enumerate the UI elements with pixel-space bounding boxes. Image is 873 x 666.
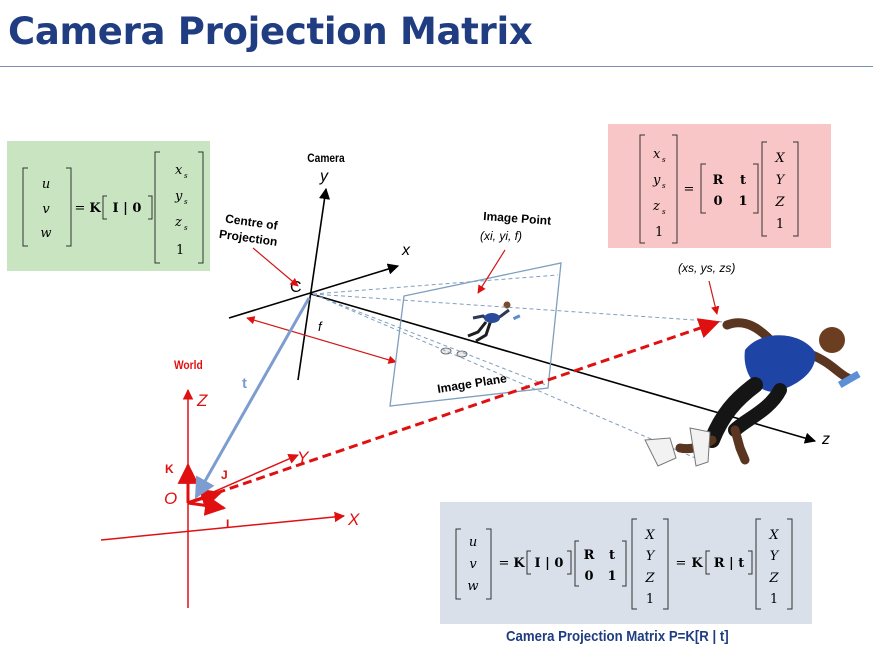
pink-lhs-one: 1 <box>655 225 663 240</box>
world-K-label: K <box>165 462 174 476</box>
green-rhs-y: y <box>174 189 183 204</box>
camera-x-label: x <box>401 242 411 259</box>
scene-point-label: (xs, ys, zs) <box>678 261 735 275</box>
pink-lhs-z: z <box>652 199 660 214</box>
scene-point-callout: (xs, ys, zs) <box>678 261 735 315</box>
blue-K2: K <box>691 556 703 571</box>
blue-I0: I | 0 <box>535 556 564 571</box>
green-I0: I | 0 <box>113 201 142 216</box>
world-origin-label: O <box>164 489 177 508</box>
centre-arrow <box>252 247 299 287</box>
image-point-label: Image Point <box>483 209 552 228</box>
green-K: K <box>89 201 101 216</box>
pink-lhs-y-sub: s <box>662 182 666 190</box>
translation-arrow <box>194 297 311 499</box>
title-divider <box>0 66 873 67</box>
image-plane-label: Image Plane <box>436 371 508 396</box>
pink-equals: = <box>684 182 695 197</box>
green-rhs-one: 1 <box>176 243 184 258</box>
blue-rhs1-Z: Z <box>644 571 655 586</box>
camera-label: Camera <box>307 152 345 165</box>
pink-R: R <box>713 173 724 188</box>
image-plane-border <box>389 262 562 407</box>
caption: Camera Projection Matrix P=K[R | t] <box>506 628 729 645</box>
pink-zero: 0 <box>713 194 722 209</box>
green-rhs-y-sub: s <box>184 198 188 206</box>
pink-rhs-X: X <box>774 151 785 166</box>
blue-rhs2-X: X <box>768 528 779 543</box>
blue-one: 1 <box>607 569 616 584</box>
blue-equation: u v w = K I | 0 R t 0 1 X Y Z 1 = K R | … <box>455 518 793 610</box>
pink-rhs-one: 1 <box>776 217 784 232</box>
page-title: Camera Projection Matrix <box>8 10 533 53</box>
blue-rhs1-X: X <box>644 528 655 543</box>
green-rhs-z-sub: s <box>184 224 188 232</box>
camera-y-axis <box>297 187 331 381</box>
focal-f-label: f <box>318 319 323 334</box>
green-rhs-x-sub: s <box>184 172 188 180</box>
world-J-label: J <box>221 468 228 482</box>
blue-Rt: R | t <box>714 556 745 571</box>
camera-x-axis <box>228 263 400 319</box>
focal-arrow <box>246 316 397 364</box>
blue-K: K <box>513 556 525 571</box>
pink-one: 1 <box>738 194 747 209</box>
green-rhs-z: z <box>174 215 182 230</box>
blue-rhs1-one: 1 <box>646 592 654 607</box>
blue-rhs2-one: 1 <box>770 592 778 607</box>
world-Z-label: Z <box>196 391 208 410</box>
centre-C-label: C <box>290 279 302 296</box>
green-rhs-x: x <box>175 163 183 178</box>
translation-vector: t <box>194 297 311 499</box>
pink-rhs-Z: Z <box>774 195 785 210</box>
projection-rays <box>312 274 725 461</box>
image-point-arrow <box>477 249 506 294</box>
green-equals: = <box>75 201 86 216</box>
pink-rhs-Y: Y <box>776 173 786 188</box>
world-I-vector <box>187 494 227 516</box>
world-to-scene-ray <box>189 318 720 504</box>
blue-lhs-w: w <box>467 579 478 594</box>
pink-equation: x s y s z s 1 = R t 0 1 X Y Z 1 <box>639 134 799 244</box>
camera-projection-equation-box <box>7 141 210 271</box>
green-lhs-v: v <box>42 202 50 217</box>
pink-lhs-y: y <box>652 173 661 188</box>
world-Y-label: Y <box>297 448 310 467</box>
image-point-coords: (xi, yi, f) <box>480 229 522 243</box>
camera-y-label: y <box>319 168 329 185</box>
world-frame: World Z Y X O K J I <box>100 318 720 608</box>
runner-figure <box>644 318 861 467</box>
blue-equals-2: = <box>676 556 687 571</box>
world-label: World <box>174 359 203 372</box>
world-to-camera-equation-box <box>608 124 831 248</box>
green-lhs-w: w <box>40 226 51 241</box>
blue-rhs2-Y: Y <box>770 549 780 564</box>
blue-equals-1: = <box>499 556 510 571</box>
pink-lhs-x: x <box>653 147 661 162</box>
focal-length-indicator: f <box>246 316 397 364</box>
green-equation: u v w = K I | 0 x s y s z s 1 <box>22 151 204 264</box>
world-X-label: X <box>347 510 360 529</box>
world-X-axis <box>100 511 346 541</box>
blue-R: R <box>584 548 595 563</box>
pink-t: t <box>740 173 746 188</box>
centre-of-projection-callout: Centre of Projection <box>218 212 299 287</box>
scene-point-arrow <box>708 280 720 315</box>
blue-lhs-v: v <box>469 557 477 572</box>
image-point-callout: Image Point (xi, yi, f) <box>477 209 552 294</box>
blue-t: t <box>609 548 615 563</box>
world-I-label: I <box>226 517 229 531</box>
green-lhs-u: u <box>42 177 50 192</box>
pink-lhs-x-sub: s <box>662 156 666 164</box>
pink-lhs-z-sub: s <box>662 208 666 216</box>
camera-z-label: z <box>821 431 830 448</box>
translation-t-label: t <box>242 375 247 392</box>
blue-lhs-u: u <box>469 535 477 550</box>
blue-zero: 0 <box>584 569 593 584</box>
blue-rhs1-Y: Y <box>646 549 656 564</box>
blue-rhs2-Z: Z <box>768 571 779 586</box>
